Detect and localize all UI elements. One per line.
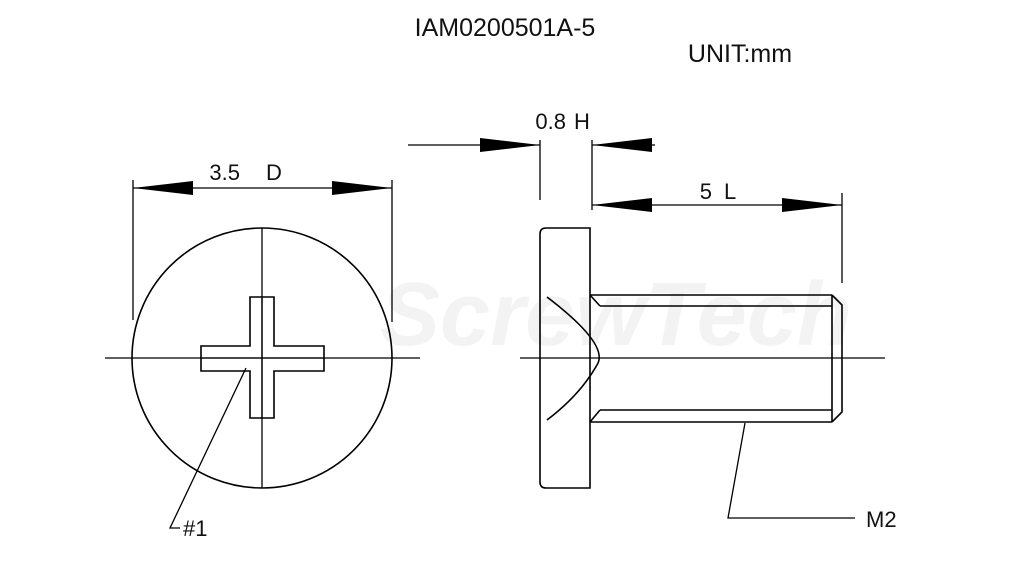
length-symbol: L — [724, 179, 736, 204]
diameter-value: 3.5 — [209, 160, 240, 185]
head-side — [539, 227, 591, 489]
drive-leader — [168, 367, 247, 529]
length-value: 5 — [700, 179, 712, 204]
height-value: 0.8 — [535, 109, 566, 134]
thread-leader — [727, 422, 855, 519]
height-symbol: H — [574, 109, 590, 134]
drawing-title: IAM0200501A-5 — [415, 14, 596, 42]
phillips-cross-icon — [200, 296, 325, 419]
thread-callout: M2 — [866, 507, 897, 532]
watermark: ScrewTech — [380, 265, 852, 365]
drive-callout: #1 — [183, 516, 207, 541]
diameter-symbol: D — [266, 160, 282, 185]
top-view: 3.5 D #1 — [105, 160, 420, 541]
unit-label: UNIT:mm — [688, 40, 792, 68]
recess-curve — [546, 296, 600, 421]
side-view: 0.8 H 5 L M2 — [408, 109, 897, 532]
